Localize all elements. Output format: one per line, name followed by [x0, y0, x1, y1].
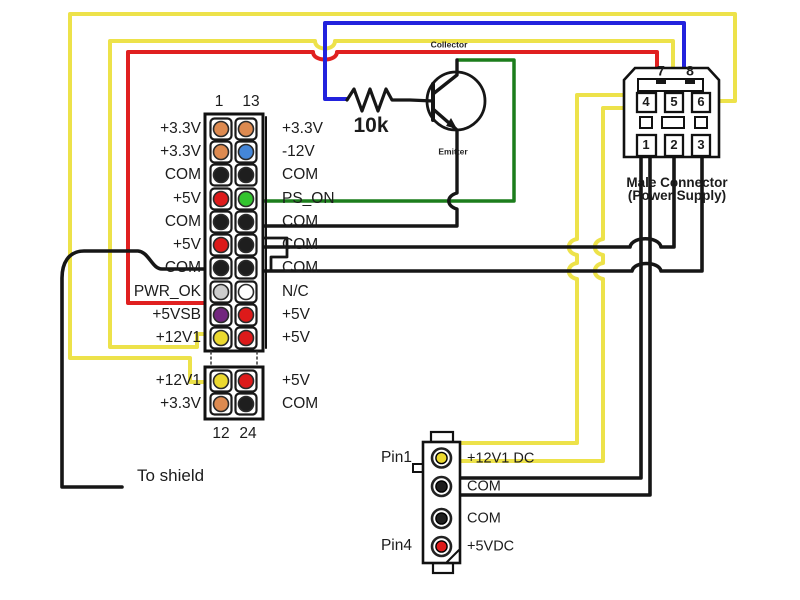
wire-yellow-aux12v-to-pin6	[68, 12, 737, 384]
male-keyway	[694, 116, 708, 129]
male-pin-5	[663, 91, 685, 114]
male-pin-6	[690, 91, 712, 114]
atx-pin-yellow	[212, 372, 230, 390]
atx-pin-black	[237, 213, 255, 231]
wire-black-com7-to-pin3	[256, 155, 704, 273]
atx-pin-green	[237, 190, 255, 208]
atx-pin-black	[237, 395, 255, 413]
atx-pin-white	[237, 283, 255, 301]
wire-yellow-12v1-to-pin5	[108, 39, 675, 349]
atx-pin-black	[212, 213, 230, 231]
emitter-arrow	[446, 118, 457, 129]
atx-pin-black	[237, 259, 255, 277]
peripheral-pin-black	[435, 512, 448, 525]
male-pin-4	[635, 91, 658, 114]
atx-pin-red	[237, 372, 255, 390]
peripheral-pin-black	[435, 480, 448, 493]
atx-com-jumper-bracket	[262, 236, 289, 272]
male-pin-3	[690, 133, 712, 158]
male-pin8-tab	[685, 79, 695, 84]
male-pin-2	[663, 133, 685, 158]
peripheral-bottom-tab	[431, 561, 455, 575]
atx-pin-orange	[212, 143, 230, 161]
atx-pin-red	[237, 329, 255, 347]
peripheral-pin-red	[435, 540, 448, 553]
atx-pin-red	[212, 190, 230, 208]
atx-pin-black	[212, 166, 230, 184]
transistor-body	[425, 70, 487, 132]
wire-black-collector-lead	[431, 58, 459, 96]
wire-green-collector-to-pson	[260, 58, 516, 203]
wire-red-5vsb-to-pin7	[126, 50, 659, 305]
atx-pin-blue	[237, 143, 255, 161]
atx-pin-black	[237, 166, 255, 184]
atx-pin-gray	[212, 283, 230, 301]
atx-pin-purple	[212, 306, 230, 324]
atx-pin-red	[237, 306, 255, 324]
atx-pin-orange	[237, 120, 255, 138]
atx-pin-red	[212, 236, 230, 254]
atx-pin-black	[237, 236, 255, 254]
male-keyway	[661, 116, 685, 129]
peripheral-top-tab	[429, 430, 455, 444]
wire-yellow-pin4-upper-to-peripheral	[445, 93, 639, 455]
wire-black-emitter-to-com	[260, 107, 459, 228]
resistor-10k	[345, 87, 435, 113]
male-keyway	[639, 116, 653, 129]
atx-pin-black	[212, 259, 230, 277]
wire-black-com6-to-pin2	[256, 154, 676, 249]
male-pin-1	[635, 133, 658, 158]
wire-black-pin1-to-com-a	[444, 154, 643, 486]
peripheral-chamfer	[446, 549, 460, 563]
peripheral-pin-yellow	[435, 451, 448, 465]
male-pin7-tab	[656, 79, 666, 84]
atx-pin-yellow	[212, 329, 230, 347]
wire-yellow-pin4-lower-to-peripheral	[450, 106, 639, 463]
atx-pin-orange	[212, 395, 230, 413]
wire-black-pin1-to-com-b	[450, 154, 652, 497]
wire-black-com-to-shield	[60, 249, 207, 489]
wire-blue-pin8-to-base	[323, 21, 686, 101]
atx-pin-orange	[212, 120, 230, 138]
peripheral-side-tab	[412, 463, 424, 473]
